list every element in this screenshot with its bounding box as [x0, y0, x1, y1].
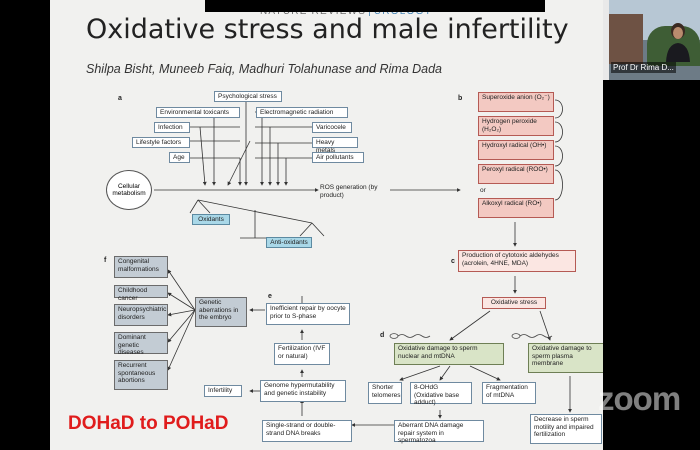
- left-black-bar: [0, 0, 50, 450]
- radical-superoxide: Superoxide anion (O₂⁻): [478, 92, 554, 112]
- right-black-panel: [603, 80, 700, 450]
- top-black-bar: [205, 0, 545, 12]
- fertilization: Fertilization (IVF or natural): [274, 343, 330, 365]
- slide-authors: Shilpa Bisht, Muneeb Faiq, Madhuri Tolah…: [86, 62, 442, 76]
- cellular-metabolism: Cellular metabolism: [106, 170, 152, 210]
- factor-age: Age: [169, 152, 190, 163]
- aberrant-repair: Aberrant DNA damage repair system in spe…: [394, 420, 484, 444]
- mtdna-fragmentation: Fragmentation of mtDNA: [482, 382, 536, 404]
- radical-hydrogen-peroxide: Hydrogen peroxide (H₂O₂): [478, 116, 554, 136]
- factor-electromagnetic-radiation: Electromagnetic radiation: [256, 107, 348, 118]
- participant-video-tile[interactable]: Prof Dr Rima D...: [609, 0, 700, 80]
- factor-infection: Infection: [154, 122, 190, 133]
- ros-generation: ROS generation (by product): [320, 184, 378, 199]
- factor-varicocele: Varicocele: [312, 122, 352, 133]
- panel-a-label: a: [118, 95, 122, 102]
- panel-e-label: e: [268, 293, 272, 300]
- membrane-damage: Oxidative damage to sperm plasma membran…: [528, 343, 603, 373]
- genetic-aberrations: Genetic aberrations in the embryo: [195, 297, 247, 327]
- ohdg-adduct: 8-OHdG (Oxidative base adduct): [410, 382, 472, 406]
- outcome-dominant-genetic: Dominant genetic diseases: [114, 332, 168, 356]
- factor-psychological-stress: Psychological stress: [214, 91, 282, 102]
- factor-lifestyle: Lifestyle factors: [132, 137, 190, 148]
- cytotoxic-aldehydes: Production of cytotoxic aldehydes (acrol…: [458, 250, 576, 272]
- radical-hydroxyl: Hydroxyl radical (OH•): [478, 140, 554, 160]
- slide-title: Oxidative stress and male infertility: [86, 14, 569, 45]
- shared-slide: NATURE REVIEWS|UROLOGY Oxidative stress …: [50, 0, 603, 450]
- dna-breaks: Single-strand or double-strand DNA break…: [262, 420, 352, 442]
- panel-b-label: b: [458, 95, 463, 102]
- zoom-watermark: zoom: [598, 380, 681, 417]
- dohad-overlay-text: DOHaD to POHaD: [68, 413, 229, 434]
- panel-d-label: d: [380, 332, 385, 339]
- diagram-connectors: [154, 99, 572, 427]
- factor-air-pollutants: Air pollutants: [312, 152, 364, 163]
- oxidative-stress: Oxidative stress: [482, 297, 546, 309]
- panel-f-label: f: [104, 257, 107, 264]
- outcome-congenital: Congenital malformations: [114, 256, 168, 278]
- shorter-telomeres: Shorter telomeres: [368, 382, 402, 404]
- factor-environmental-toxicants: Environmental toxicants: [156, 107, 240, 118]
- antioxidants-pan: Anti-oxidants: [266, 237, 312, 248]
- oxidants-pan: Oxidants: [192, 214, 230, 225]
- radical-peroxyl: Peroxyl radical (ROO•): [478, 164, 554, 184]
- factor-heavy-metals: Heavy metals: [312, 137, 358, 154]
- or-text: or: [480, 187, 486, 194]
- outcome-childhood-cancer: Childhood cancer: [114, 285, 168, 302]
- participant-name: Prof Dr Rima D...: [611, 62, 676, 73]
- inefficient-repair: Inefficient repair by oocyte prior to S-…: [266, 303, 350, 325]
- infertility: Infertility: [204, 385, 242, 397]
- decrease-motility: Decrease in sperm motility and impaired …: [530, 414, 602, 444]
- outcome-neuropsychiatric: Neuropsychiatric disorders: [114, 304, 168, 326]
- radical-alkoxyl: Alkoxyl radical (RO•): [478, 198, 554, 218]
- participant-avatar: [666, 23, 690, 62]
- panel-c-label: c: [451, 258, 455, 265]
- outcome-recurrent-abortions: Recurrent spontaneous abortions: [114, 360, 168, 390]
- dna-damage: Oxidative damage to sperm nuclear and mt…: [394, 343, 504, 365]
- genome-hypermutability: Genome hypermutability and genetic insta…: [260, 380, 346, 402]
